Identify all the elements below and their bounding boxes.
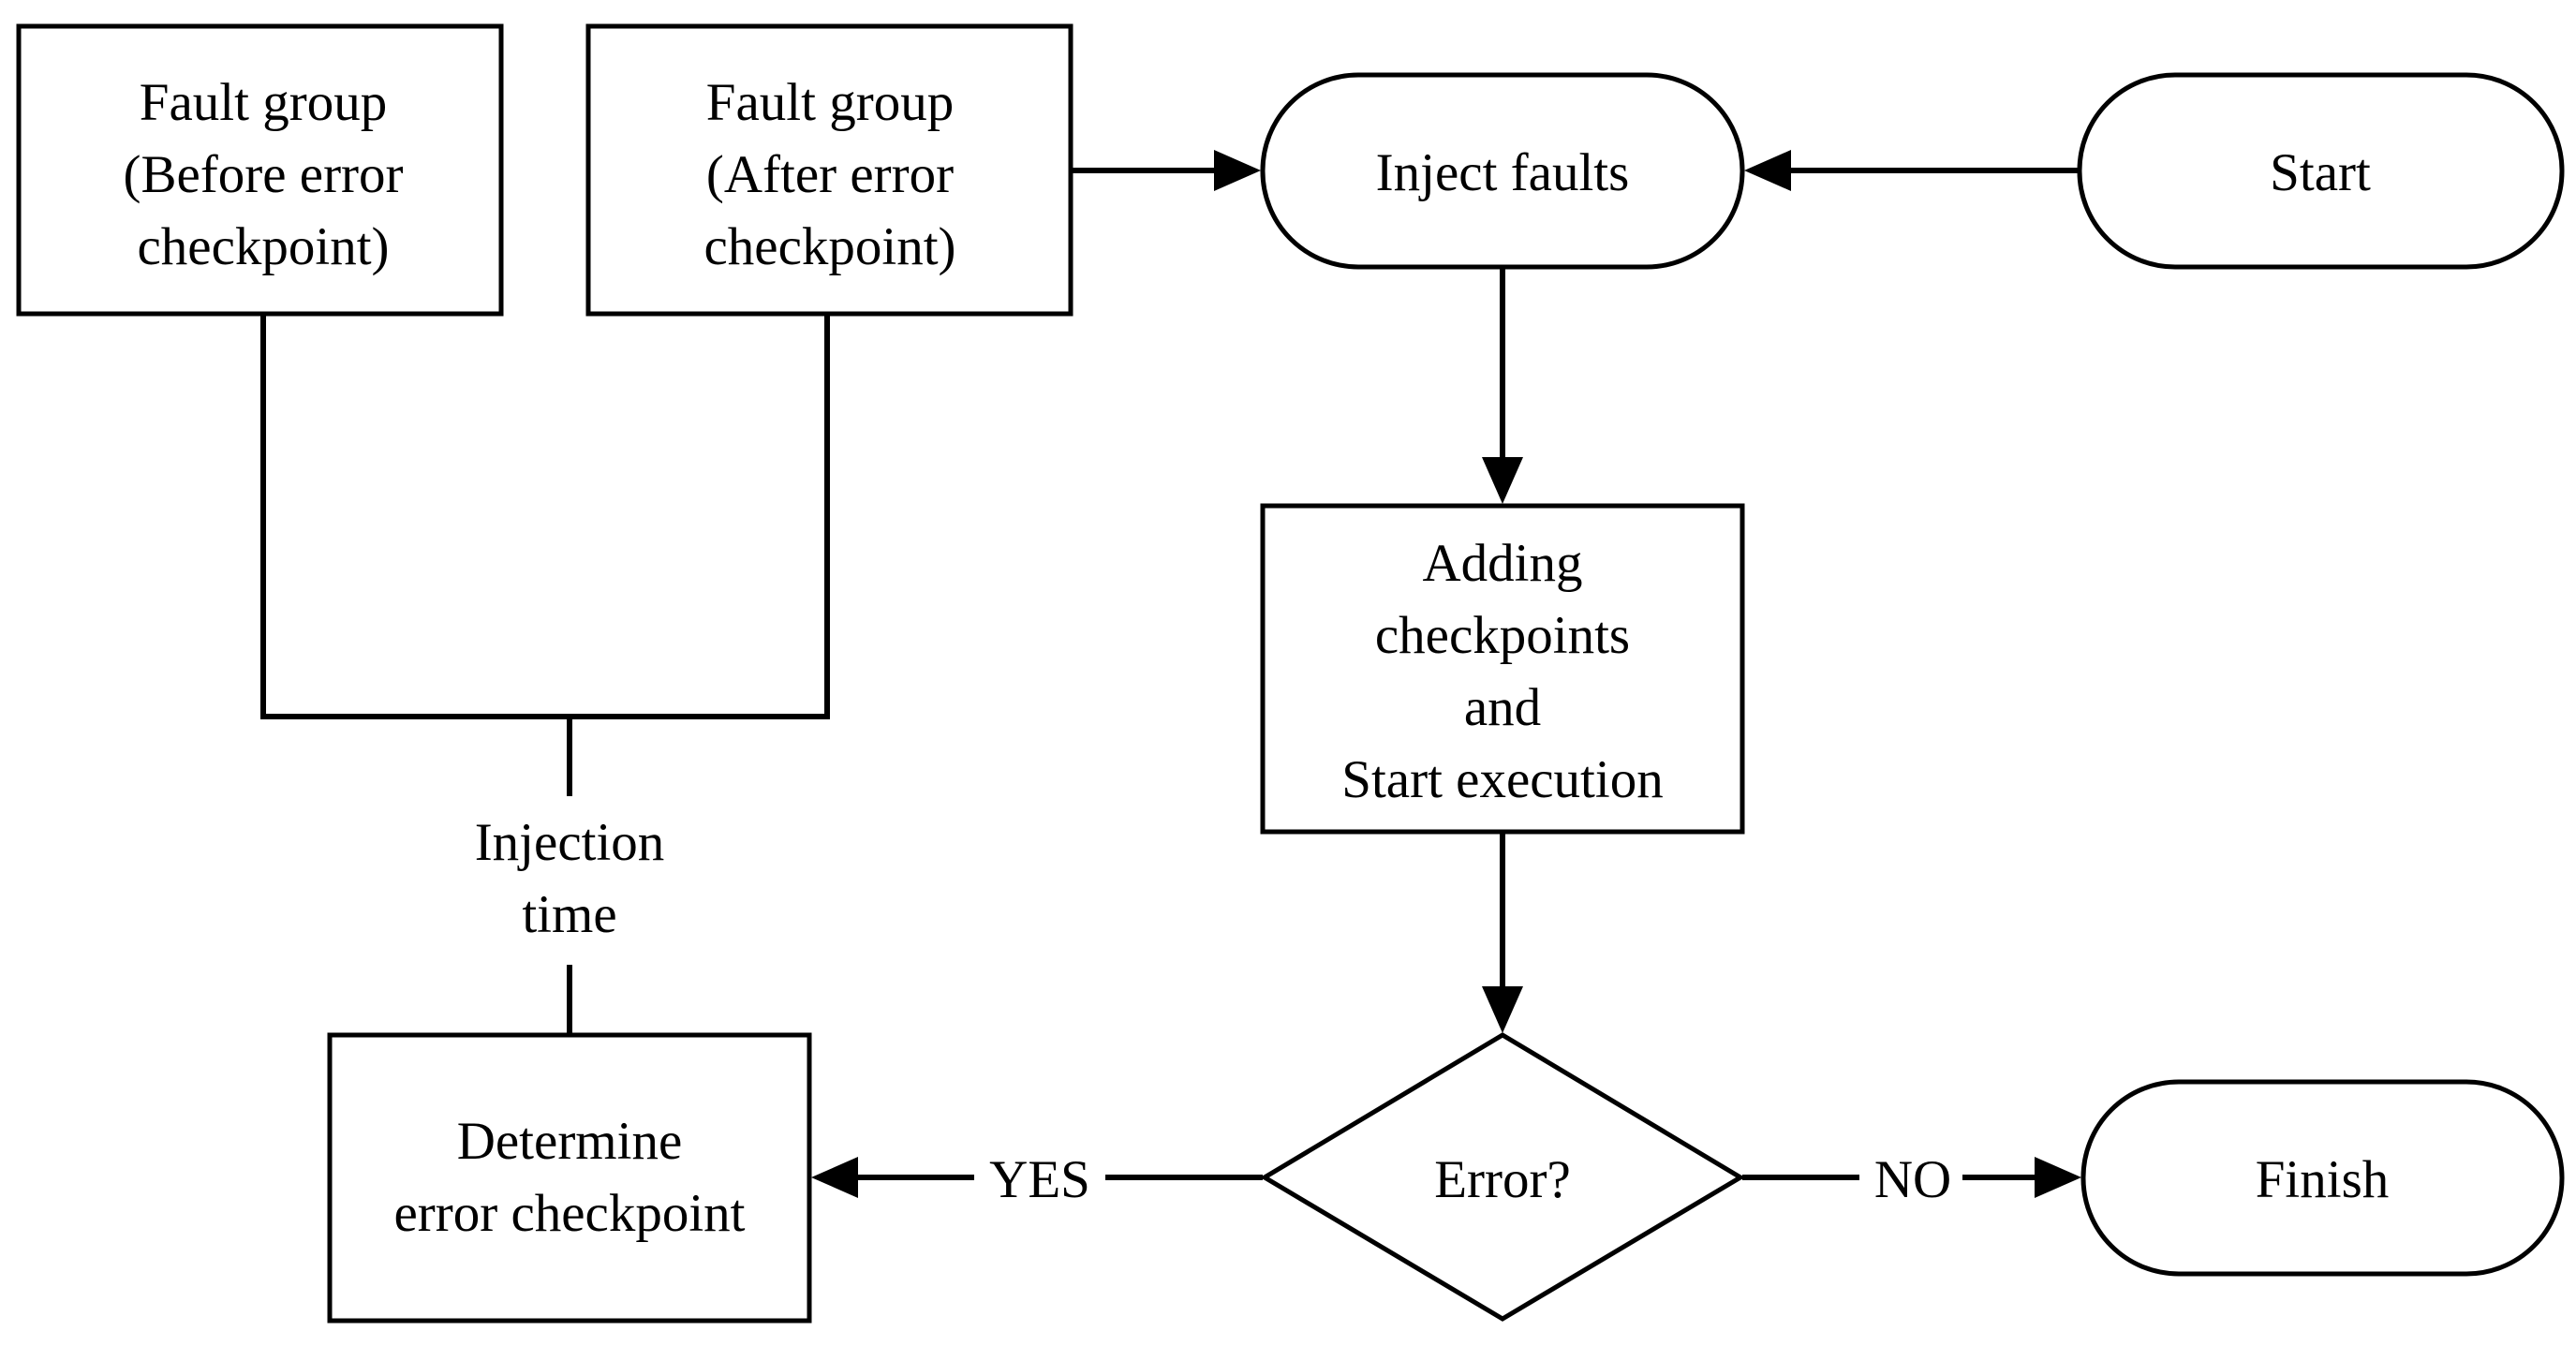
node-determine-checkpoint: Determine error checkpoint bbox=[327, 1032, 812, 1324]
node-fault-group-before: Fault group (Before error checkpoint) bbox=[16, 23, 504, 317]
node-adding-checkpoints-line4: Start execution bbox=[1341, 750, 1663, 809]
node-adding-checkpoints-line2: checkpoints bbox=[1375, 606, 1630, 665]
node-fault-group-after-line1: Fault group bbox=[706, 73, 954, 132]
node-fault-group-before-line3: checkpoint) bbox=[137, 217, 389, 276]
edge-label-no: NO bbox=[1874, 1150, 1951, 1209]
node-adding-checkpoints-line1: Adding bbox=[1423, 534, 1583, 593]
node-error-decision-label: Error? bbox=[1434, 1150, 1571, 1209]
edge-label-injection-time-line1: Injection bbox=[475, 813, 665, 872]
node-fault-group-after-line2: (After error bbox=[706, 145, 954, 204]
arrowhead-to-finish bbox=[2035, 1157, 2081, 1198]
node-finish-label: Finish bbox=[2256, 1150, 2390, 1209]
node-adding-checkpoints: Adding checkpoints and Start execution bbox=[1260, 503, 1745, 835]
node-determine-checkpoint-line1: Determine bbox=[457, 1112, 683, 1171]
node-fault-group-after-line3: checkpoint) bbox=[703, 217, 955, 276]
node-fault-group-before-line1: Fault group bbox=[140, 73, 387, 132]
node-inject-faults-label: Inject faults bbox=[1376, 143, 1630, 202]
node-adding-checkpoints-line3: and bbox=[1464, 678, 1541, 737]
connector-fault-before-to-bracket bbox=[260, 314, 830, 719]
arrowhead-to-adding bbox=[1482, 457, 1523, 504]
node-start-label: Start bbox=[2270, 143, 2371, 202]
node-finish: Finish bbox=[2080, 1079, 2565, 1277]
edge-label-injection-time-line2: time bbox=[522, 885, 616, 944]
arrowhead-to-error bbox=[1482, 986, 1523, 1033]
node-inject-faults: Inject faults bbox=[1260, 72, 1745, 270]
edge-label-yes: YES bbox=[989, 1150, 1090, 1209]
node-determine-checkpoint-line2: error checkpoint bbox=[393, 1184, 745, 1243]
arrowhead-to-inject-right bbox=[1744, 150, 1791, 191]
node-fault-group-after: Fault group (After error checkpoint) bbox=[585, 23, 1073, 317]
node-start: Start bbox=[2077, 72, 2565, 270]
node-fault-group-before-line2: (Before error bbox=[123, 145, 403, 204]
arrowhead-to-inject-left bbox=[1214, 150, 1261, 191]
node-error-decision: Error? bbox=[1260, 1032, 1745, 1322]
arrowhead-to-determine bbox=[811, 1157, 858, 1198]
